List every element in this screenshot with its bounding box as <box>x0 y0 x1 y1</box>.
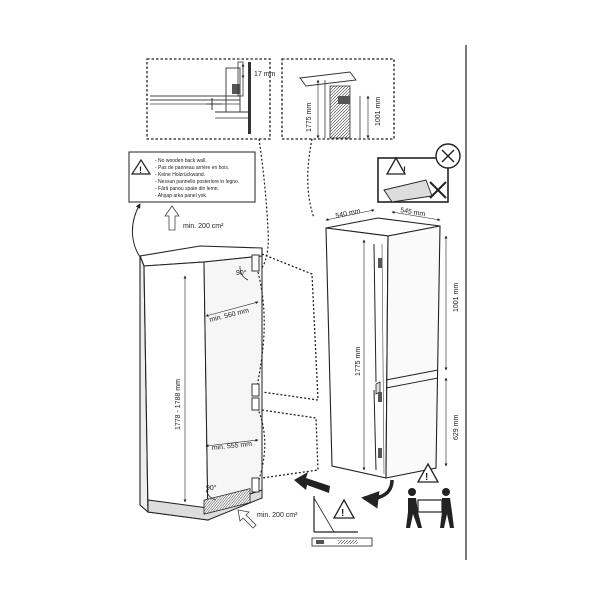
warning-line: - Pas de panneau arrière en bois. <box>155 165 229 171</box>
fridge-appliance <box>325 209 448 479</box>
rotate-arrow-icon <box>361 479 394 509</box>
leader-line-right <box>307 138 315 219</box>
warning-icon: ! <box>403 165 406 175</box>
cabinet-door-upper <box>261 253 319 401</box>
detail-height-label: 1775 mm <box>306 103 313 132</box>
warning-line: - Ahşap arka panel yok. <box>155 193 207 199</box>
warning-line: - Fără panou spate din lemn. <box>155 186 219 192</box>
niche-height-label: 1778 - 1788 mm <box>175 379 182 430</box>
hinge-detail-box <box>146 58 271 140</box>
warning-line: - Nessun pannello posteriore in legno. <box>155 179 239 185</box>
leader-line-top <box>257 138 269 273</box>
appliance-upper-label: 1001 mm <box>453 283 460 312</box>
appliance-height-label: 1775 mm <box>355 347 362 376</box>
vent-bottom-arrow-icon <box>237 509 257 529</box>
appliance-lower-label: 629 mm <box>453 415 460 440</box>
warning-line: - No wooden back wall. <box>155 158 207 164</box>
vent-top-arrow-icon <box>164 205 180 231</box>
vent-bottom-label: min. 200 cm² <box>257 512 298 519</box>
detail-gap-label: 17 mm <box>254 71 276 78</box>
warning-icon: ! <box>425 472 428 483</box>
niche-width-bottom-label: min. 555 mm <box>211 441 252 452</box>
two-person-lift-icon: ! <box>406 462 454 528</box>
detail-low-label: 1001 mm <box>375 97 382 126</box>
angle-top-label: 90° <box>236 269 247 277</box>
hinge-brackets <box>251 254 260 493</box>
appliance-depth-label: 545 mm <box>400 207 426 218</box>
warning-icon: ! <box>341 508 344 519</box>
warning-line: - Keine Holzrückwand. <box>155 172 205 178</box>
warning-icon: ! <box>139 165 142 175</box>
height-detail-box <box>281 58 395 140</box>
hinge-path-upper <box>255 271 265 393</box>
warning-note: ! - No wooden back wall. - Pas de pannea… <box>128 151 256 203</box>
no-lift-warning: ! <box>377 143 461 203</box>
cabinet-niche <box>139 245 263 521</box>
vent-top-label: min. 200 cm² <box>183 223 224 230</box>
tilt-warning: ! <box>311 496 373 547</box>
appliance-width-label: 540 mm <box>335 208 361 220</box>
insert-arrow-icon <box>294 472 330 493</box>
angle-bottom-label: 90° <box>206 484 217 492</box>
cabinet-door-lower <box>261 409 319 479</box>
